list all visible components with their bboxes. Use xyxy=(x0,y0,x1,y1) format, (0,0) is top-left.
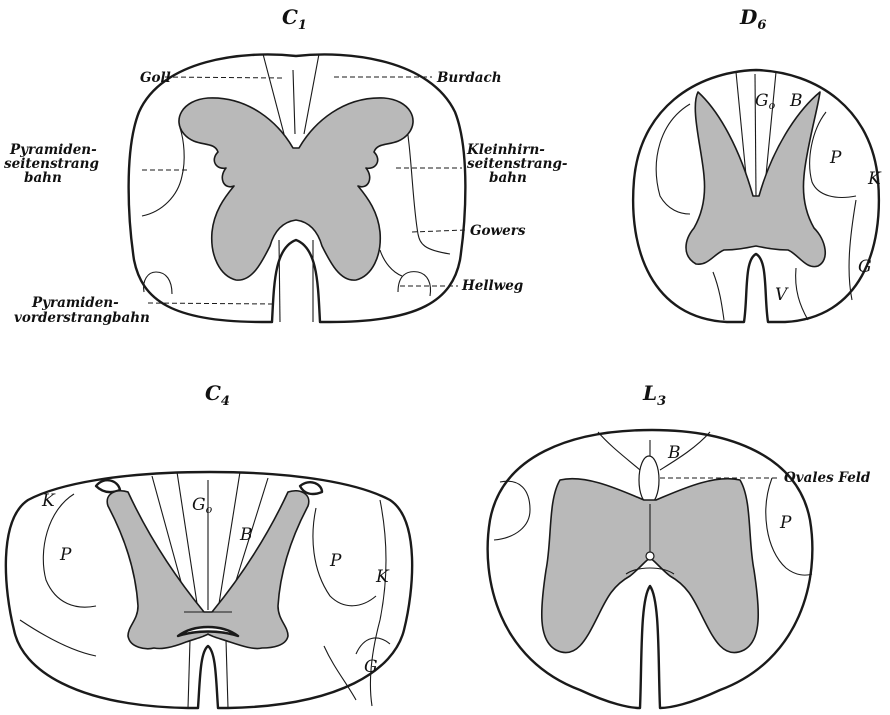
section-l3-title: L3 xyxy=(642,381,666,409)
d6-label-k: K xyxy=(867,169,882,189)
c4-cap-left xyxy=(96,480,120,492)
c4-label-b: B xyxy=(239,525,253,545)
c4-label-p-right: P xyxy=(329,551,342,571)
d6-label-p: P xyxy=(829,148,842,168)
l3-label-p: P xyxy=(779,513,792,533)
l3-central-canal xyxy=(646,552,654,560)
label-klein-3: bahn xyxy=(489,170,527,186)
l3-label-b: B xyxy=(667,443,681,463)
section-c1-title: C1 xyxy=(282,5,307,33)
label-pyr-front-2: vorderstrangbahn xyxy=(14,310,150,326)
section-c4-title: C4 xyxy=(205,381,230,409)
d6-label-v: V xyxy=(775,285,789,305)
c4-label-p-left: P xyxy=(59,545,72,565)
d6-label-g: G xyxy=(858,257,872,277)
section-l3: L3 B Ovales Feld P xyxy=(488,381,871,708)
label-pyr-front-1: Pyramiden- xyxy=(31,295,119,311)
label-gowers: Gowers xyxy=(470,223,526,239)
label-burdach: Burdach xyxy=(436,70,502,86)
label-goll: Goll xyxy=(140,70,171,86)
label-pyr-side-3: bahn xyxy=(24,170,62,186)
c4-label-k-right: K xyxy=(375,567,390,587)
l3-ovales-feld xyxy=(639,456,659,504)
l3-label-ovales: Ovales Feld xyxy=(784,470,871,486)
section-c4: C4 Go B K P P K G xyxy=(6,381,412,708)
section-d6-title: D6 xyxy=(739,5,766,33)
c4-label-k-left: K xyxy=(41,491,56,511)
section-d6: D6 Go B P K G V xyxy=(633,5,882,322)
section-c1: C1 Goll Burdach Pyramiden- seitenstrang … xyxy=(4,5,568,326)
c4-label-g: G xyxy=(364,657,378,677)
d6-label-b: B xyxy=(789,91,803,111)
label-hellweg: Hellweg xyxy=(461,278,523,294)
